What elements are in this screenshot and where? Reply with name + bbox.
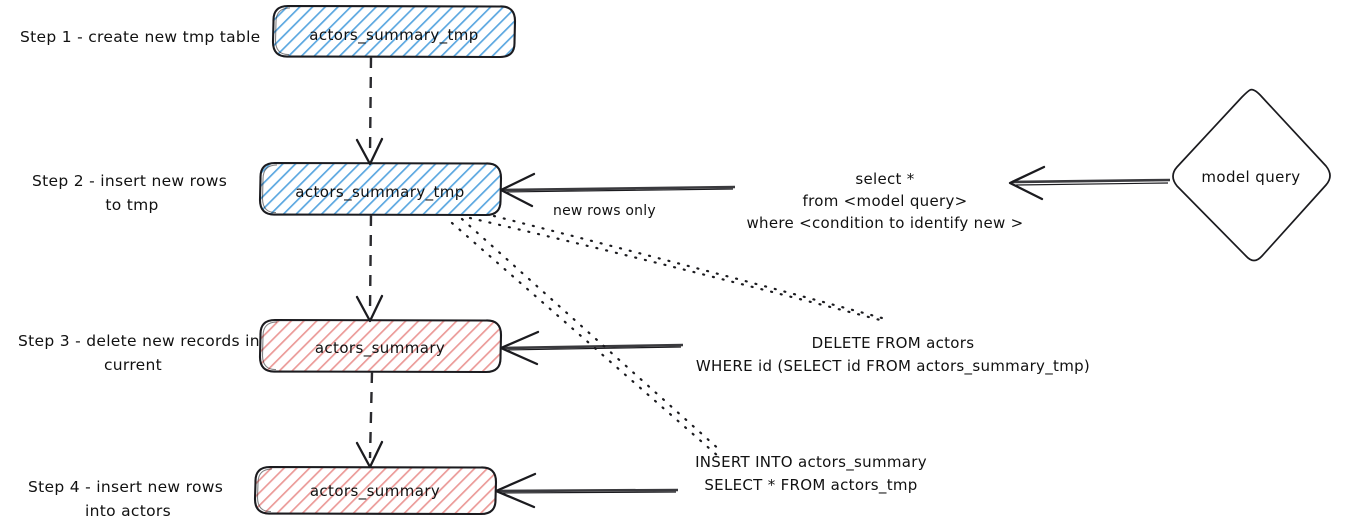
step-1-line1: Step 1 - create new tmp table [20, 28, 261, 46]
step-3-line2: current [104, 356, 162, 374]
node-tmp-1-label: actors_summary_tmp [309, 26, 478, 45]
step-1-label: Step 1 - create new tmp table [20, 28, 261, 46]
step-4-label: Step 4 - insert new rows into actors [28, 478, 223, 520]
node-summary-1[interactable]: actors_summary [258, 318, 503, 374]
insert-sql-line-2: SELECT * FROM actors_tmp [704, 476, 917, 495]
arrow-new-rows-only [499, 172, 736, 208]
dotted-link-tmp2-to-insert [460, 217, 724, 454]
arrow-delete-to-summary1 [499, 330, 684, 366]
annotation-insert-sql: INSERT INTO actors_summary SELECT * FROM… [695, 453, 927, 495]
node-tmp-2-label: actors_summary_tmp [295, 183, 464, 202]
node-model-query-label: model query [1201, 168, 1300, 186]
annotation-model-query-sql: select * from <model query> where <condi… [746, 170, 1023, 232]
dotted-link-tmp2-to-delete-b [468, 216, 882, 322]
step-2-line1: Step 2 - insert new rows [32, 172, 227, 190]
dotted-link-tmp2-to-insert-b [450, 221, 720, 458]
node-summary-1-label: actors_summary [315, 339, 445, 358]
flow-arrow-tmp2-to-summary1 [355, 214, 384, 323]
node-summary-2-label: actors_summary [310, 482, 440, 501]
step-2-label: Step 2 - insert new rows to tmp [32, 172, 227, 214]
node-summary-2[interactable]: actors_summary [253, 465, 498, 516]
arrow-model-query-to-sql [1008, 165, 1171, 201]
model-query-sql-line-1: select * [855, 170, 914, 188]
insert-sql-line-1: INSERT INTO actors_summary [695, 453, 927, 472]
step-4-line1: Step 4 - insert new rows [28, 478, 223, 496]
arrow-insert-to-summary2 [494, 472, 679, 509]
annotation-delete-sql: DELETE FROM actors WHERE id (SELECT id F… [696, 334, 1090, 376]
annotation-new-rows-only: new rows only [553, 203, 656, 219]
step-3-label: Step 3 - delete new records in current [18, 332, 260, 374]
model-query-sql-line-3: where <condition to identify new > [746, 214, 1023, 232]
delete-sql-line-1: DELETE FROM actors [812, 334, 975, 352]
node-tmp-1[interactable]: actors_summary_tmp [271, 4, 517, 59]
delete-sql-line-2: WHERE id (SELECT id FROM actors_summary_… [696, 357, 1090, 376]
step-4-line2: into actors [85, 502, 171, 520]
step-2-line2: to tmp [105, 196, 158, 214]
model-query-sql-line-2: from <model query> [803, 192, 968, 210]
dotted-link-tmp2-to-delete [492, 214, 884, 320]
flow-arrow-tmp1-to-tmp2 [355, 56, 384, 166]
node-tmp-2[interactable]: actors_summary_tmp [258, 161, 503, 217]
node-model-query[interactable]: model query [1172, 88, 1331, 262]
flow-arrow-summary1-to-summary2 [355, 371, 384, 469]
step-3-line1: Step 3 - delete new records in [18, 332, 260, 350]
